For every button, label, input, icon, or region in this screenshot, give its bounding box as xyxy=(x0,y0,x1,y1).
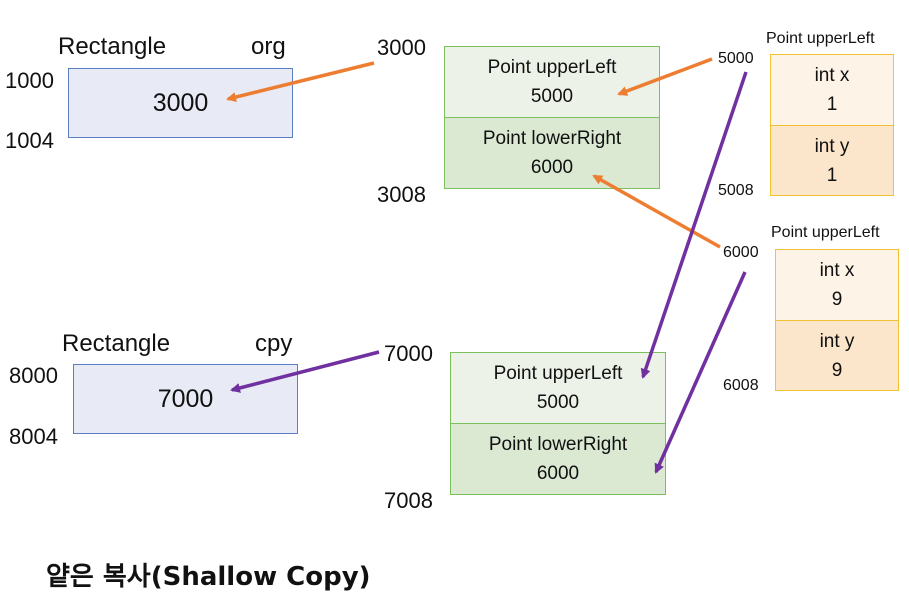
rect-cpy-lower-right-value: 6000 xyxy=(536,463,580,484)
rect-cpy-object: Point upperLeft 5000 Point lowerRight 60… xyxy=(450,352,666,495)
arrow-rect-cpy-lower-to-6000 xyxy=(654,271,747,474)
point-6000-y-field: int y 9 xyxy=(776,321,898,390)
cpy-reference-box: 7000 xyxy=(73,364,298,434)
rect-cpy-addr-end: 7008 xyxy=(384,488,433,513)
point-6000-x-label: int x xyxy=(819,260,855,281)
arrow-org-to-3000 xyxy=(226,61,375,102)
arrow-rect-cpy-upper-to-5000 xyxy=(640,71,748,379)
cpy-addr-end: 8004 xyxy=(9,424,58,449)
org-reference-value: 3000 xyxy=(152,88,209,117)
point-5000-y-label: int y xyxy=(814,135,850,157)
rect-cpy-upper-left-value: 5000 xyxy=(536,392,580,413)
point-6000-y-label: int y xyxy=(819,330,855,352)
rect-cpy-upper-left-label: Point upperLeft xyxy=(493,363,623,384)
point-6000-object: int x 9 int y 9 xyxy=(775,249,899,391)
point-6000-addr-end: 6008 xyxy=(723,377,759,394)
arrow-rect-org-upper-to-5000 xyxy=(617,57,713,96)
org-addr-start: 1000 xyxy=(5,68,54,93)
point-5000-addr-start: 5000 xyxy=(718,50,754,67)
point-6000-x-field: int x 9 xyxy=(776,250,898,321)
rect-org-lower-right-value: 6000 xyxy=(530,157,574,178)
org-addr-end: 1004 xyxy=(5,128,54,153)
point-6000-title: Point upperLeft xyxy=(771,224,880,241)
point-6000-y-value: 9 xyxy=(831,359,843,381)
rect-org-upper-left-label: Point upperLeft xyxy=(487,57,617,78)
org-reference-box: 3000 xyxy=(68,68,293,138)
cpy-var-name: cpy xyxy=(255,330,293,357)
point-5000-object: int x 1 int y 1 xyxy=(770,54,894,196)
cpy-addr-start: 8000 xyxy=(9,363,58,388)
rect-org-addr-end: 3008 xyxy=(377,182,426,207)
rect-org-object: Point upperLeft 5000 Point lowerRight 60… xyxy=(444,46,660,189)
point-5000-x-value: 1 xyxy=(826,94,838,115)
arrow-cpy-to-7000 xyxy=(230,350,380,393)
cpy-type-label: Rectangle xyxy=(62,330,171,357)
rect-cpy-addr-start: 7000 xyxy=(384,341,433,366)
rect-org-upper-left-value: 5000 xyxy=(530,86,574,107)
rect-cpy-lower-right-label: Point lowerRight xyxy=(488,434,628,455)
point-5000-y-value: 1 xyxy=(826,164,838,186)
point-5000-x-field: int x 1 xyxy=(771,55,893,126)
arrow-rect-org-lower-to-6000 xyxy=(592,174,721,249)
diagram-caption: 얕은 복사(Shallow Copy) xyxy=(46,562,371,592)
cpy-reference-value: 7000 xyxy=(157,384,214,413)
rect-org-lower-right-field: Point lowerRight 6000 xyxy=(445,118,659,188)
point-5000-y-field: int y 1 xyxy=(771,126,893,195)
point-6000-x-value: 9 xyxy=(831,289,843,310)
rect-cpy-upper-left-field: Point upperLeft 5000 xyxy=(451,353,665,424)
org-var-name: org xyxy=(251,33,286,60)
point-5000-addr-end: 5008 xyxy=(718,182,754,199)
rect-cpy-lower-right-field: Point lowerRight 6000 xyxy=(451,424,665,494)
org-type-label: Rectangle xyxy=(58,33,167,60)
rect-org-lower-right-label: Point lowerRight xyxy=(482,128,622,149)
point-6000-addr-start: 6000 xyxy=(723,244,759,261)
point-5000-x-label: int x xyxy=(814,65,850,86)
point-5000-title: Point upperLeft xyxy=(766,30,875,47)
rect-org-upper-left-field: Point upperLeft 5000 xyxy=(445,47,659,118)
rect-org-addr-start: 3000 xyxy=(377,35,426,60)
